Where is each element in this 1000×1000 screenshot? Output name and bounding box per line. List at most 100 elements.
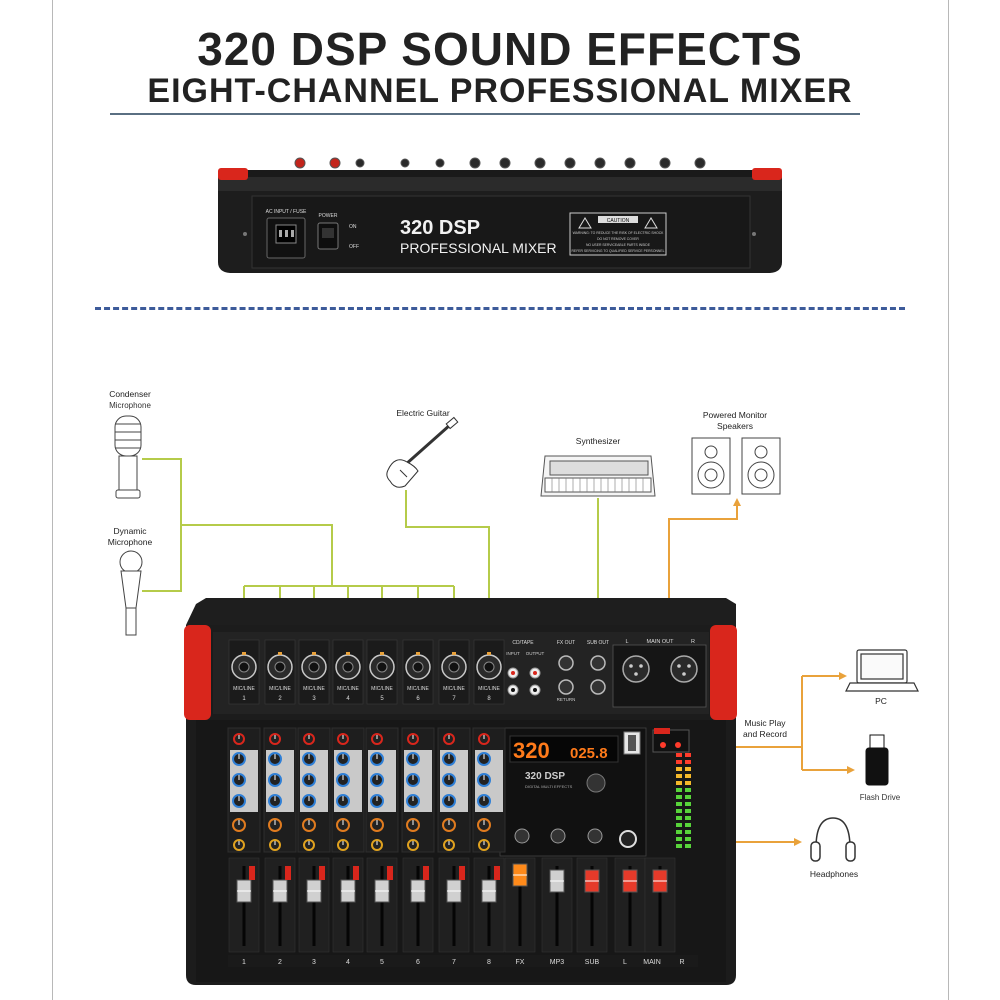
dynamic-label-line1: Dynamic [113, 526, 147, 536]
channel-7-knob-5[interactable] [442, 818, 456, 832]
dynamic-microphone-icon [119, 550, 143, 636]
fader-label: SUB [585, 959, 600, 966]
channel-number-label: 1 [242, 696, 246, 702]
main-out-label: MAIN OUT [647, 639, 675, 645]
fader-11[interactable] [584, 869, 600, 893]
frame-line-left [52, 0, 53, 1000]
cd-tape-rca-jacks[interactable] [507, 667, 541, 696]
channel-4-knob-6[interactable] [337, 839, 349, 851]
channel-2-knob-1[interactable] [269, 733, 281, 745]
channel-2-knob-4[interactable] [268, 794, 282, 808]
headphones-icon [810, 817, 856, 862]
channel-1-knob-2[interactable] [232, 752, 246, 766]
channel-number-label: 3 [312, 696, 316, 702]
main-out-xlr-jacks[interactable] [622, 655, 698, 683]
channel-3-knob-1[interactable] [303, 733, 315, 745]
channel-4-knob-1[interactable] [337, 733, 349, 745]
pc-laptop-icon [845, 649, 919, 692]
channel-8-knob-5[interactable] [477, 818, 491, 832]
fader-9[interactable] [512, 863, 528, 887]
channel-8-knob-2[interactable] [477, 752, 491, 766]
led-display [509, 735, 619, 763]
channel-5-knob-3[interactable] [370, 773, 384, 787]
fader-label: 3 [312, 959, 316, 966]
fader-1[interactable] [236, 879, 252, 903]
fader-10[interactable] [549, 869, 565, 893]
channel-6-knob-5[interactable] [406, 818, 420, 832]
channel-5-knob-4[interactable] [370, 794, 384, 808]
channel-8-knob-3[interactable] [477, 773, 491, 787]
channel-input-jack-5[interactable] [369, 652, 395, 680]
fader-6[interactable] [410, 879, 426, 903]
channel-5-knob-2[interactable] [370, 752, 384, 766]
dsp-logo: 320 DSP [525, 771, 565, 782]
channel-1-knob-3[interactable] [232, 773, 246, 787]
channel-8-knob-1[interactable] [478, 733, 490, 745]
channel-8-knob-6[interactable] [478, 839, 490, 851]
channel-number-label: 5 [380, 696, 384, 702]
channel-input-label: MIC/LINE [371, 686, 393, 692]
fader-3[interactable] [306, 879, 322, 903]
fader-7[interactable] [446, 879, 462, 903]
channel-number-label: 6 [416, 696, 420, 702]
channel-6-knob-2[interactable] [406, 752, 420, 766]
channel-8-knob-4[interactable] [477, 794, 491, 808]
channel-input-label: MIC/LINE [407, 686, 429, 692]
music-label-line1: Music Play [744, 718, 786, 728]
channel-7-knob-2[interactable] [442, 752, 456, 766]
channel-7-knob-4[interactable] [442, 794, 456, 808]
channel-2-knob-6[interactable] [269, 839, 281, 851]
channel-5-knob-6[interactable] [371, 839, 383, 851]
channel-6-knob-3[interactable] [406, 773, 420, 787]
dsp-program-knob[interactable] [586, 773, 606, 793]
fader-2[interactable] [272, 879, 288, 903]
channel-input-jack-2[interactable] [267, 652, 293, 680]
channel-3-knob-5[interactable] [302, 818, 316, 832]
channel-2-knob-5[interactable] [268, 818, 282, 832]
fader-4[interactable] [340, 879, 356, 903]
channel-7-knob-6[interactable] [443, 839, 455, 851]
channel-6-knob-6[interactable] [407, 839, 419, 851]
channel-6-knob-4[interactable] [406, 794, 420, 808]
channel-1-knob-6[interactable] [233, 839, 245, 851]
master-knobs[interactable] [514, 828, 637, 848]
title-underline [110, 113, 860, 115]
channel-4-knob-5[interactable] [336, 818, 350, 832]
fader-label: MP3 [550, 959, 565, 966]
main-out-right-label: R [691, 639, 695, 645]
fx-sub-jacks[interactable] [558, 655, 606, 695]
channel-4-knob-2[interactable] [336, 752, 350, 766]
fader-8[interactable] [481, 879, 497, 903]
channel-1-knob-1[interactable] [233, 733, 245, 745]
channel-6-knob-1[interactable] [407, 733, 419, 745]
phones-jack[interactable] [619, 830, 637, 848]
channel-input-jack-1[interactable] [231, 652, 257, 680]
channel-3-knob-4[interactable] [302, 794, 316, 808]
channel-4-knob-3[interactable] [336, 773, 350, 787]
page-subtitle: EIGHT-CHANNEL PROFESSIONAL MIXER [147, 72, 853, 110]
fader-label: 5 [380, 959, 384, 966]
caution-line-3: NO USER SERVICEABLE PARTS INSIDE [586, 243, 651, 247]
channel-2-knob-2[interactable] [268, 752, 282, 766]
channel-input-jack-6[interactable] [405, 652, 431, 680]
channel-input-jack-4[interactable] [335, 652, 361, 680]
channel-3-knob-3[interactable] [302, 773, 316, 787]
channel-2-knob-3[interactable] [268, 773, 282, 787]
channel-5-knob-5[interactable] [370, 818, 384, 832]
channel-1-knob-5[interactable] [232, 818, 246, 832]
channel-input-jack-8[interactable] [476, 652, 502, 680]
channel-7-knob-3[interactable] [442, 773, 456, 787]
channel-input-jack-3[interactable] [301, 652, 327, 680]
fader-5[interactable] [374, 879, 390, 903]
fader-12[interactable] [622, 869, 638, 893]
channel-input-jack-7[interactable] [441, 652, 467, 680]
channel-7-knob-1[interactable] [443, 733, 455, 745]
red-side-cap-right [710, 625, 737, 720]
channel-5-knob-1[interactable] [371, 733, 383, 745]
channel-1-knob-4[interactable] [232, 794, 246, 808]
channel-4-knob-4[interactable] [336, 794, 350, 808]
fader-13[interactable] [652, 869, 668, 893]
channel-3-knob-2[interactable] [302, 752, 316, 766]
monitor-speakers-icon [691, 437, 781, 495]
channel-3-knob-6[interactable] [303, 839, 315, 851]
